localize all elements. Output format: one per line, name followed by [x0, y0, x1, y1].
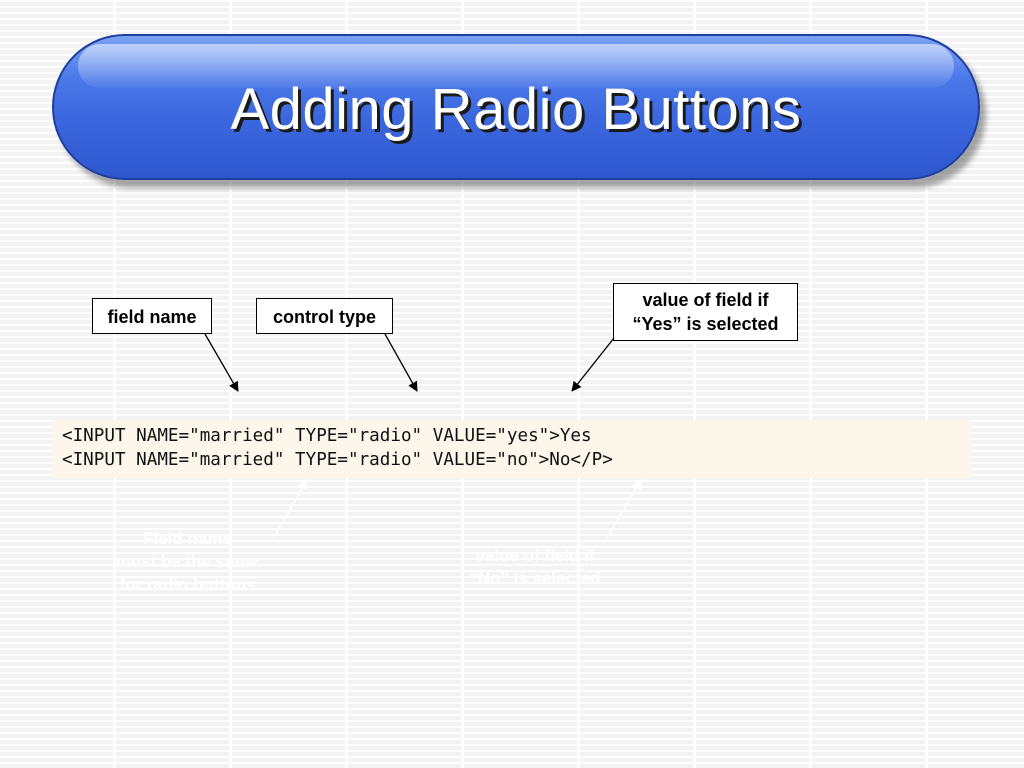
callout-value-yes-line1: value of field if: [642, 290, 769, 310]
note-value-no: value of field if “No” is selected: [450, 544, 620, 590]
title-banner: Adding Radio Buttons: [52, 34, 980, 180]
callout-value-yes: value of field if “Yes” is selected: [613, 283, 798, 341]
note-value-no-line1: value of field if: [475, 546, 595, 565]
code-line-2: <INPUT NAME="married" TYPE="radio" VALUE…: [62, 450, 613, 470]
arrow-value-yes: [571, 337, 615, 392]
note-field-name-same: Field name must be the same for radio bu…: [95, 527, 280, 596]
note-field-line1: Field name: [143, 529, 232, 548]
callout-field-name-label: field name: [107, 307, 197, 327]
callout-value-yes-line2: “Yes” is selected: [632, 314, 779, 334]
note-field-line3: for radio buttons: [119, 575, 256, 594]
callout-control-type-label: control type: [272, 307, 376, 327]
callout-field-name: field name: [92, 298, 212, 334]
arrow-value-no: [606, 479, 642, 539]
arrow-field-name: [204, 333, 239, 392]
slide-title: Adding Radio Buttons: [230, 77, 802, 142]
code-sample: <INPUT NAME="married" TYPE="radio" VALUE…: [52, 420, 972, 478]
arrow-field-note: [273, 479, 308, 538]
note-value-no-line2: “No” is selected: [469, 569, 601, 588]
callout-control-type: control type: [256, 298, 393, 334]
arrow-control-type: [384, 333, 418, 392]
note-field-line2: must be the same: [115, 552, 260, 571]
code-line-1: <INPUT NAME="married" TYPE="radio" VALUE…: [62, 426, 592, 446]
